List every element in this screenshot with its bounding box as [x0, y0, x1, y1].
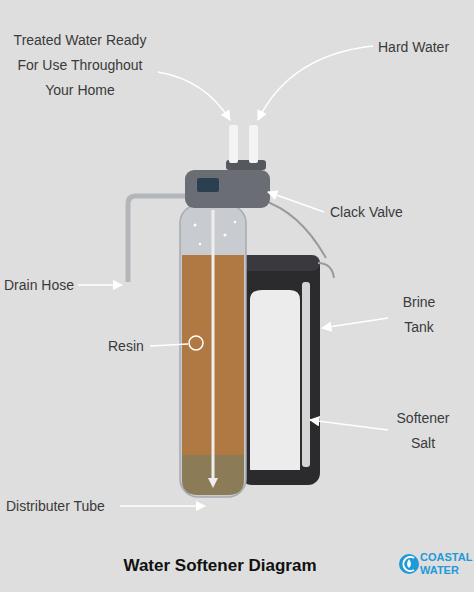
- logo-mark: [403, 557, 414, 571]
- bubble: [194, 224, 197, 227]
- leader-line: [150, 344, 188, 346]
- leader-line: [120, 505, 205, 507]
- diagram-title: Water Softener Diagram: [60, 555, 380, 577]
- callout-label: Drain Hose: [4, 276, 74, 294]
- distributor-basket: [208, 478, 218, 488]
- bubble: [224, 234, 227, 237]
- callout-label: Clack Valve: [330, 203, 403, 221]
- logo-icon: [399, 554, 419, 574]
- callout-label: Resin: [108, 337, 144, 355]
- leader-line: [78, 284, 122, 286]
- float-tube: [302, 282, 310, 467]
- softener-salt: [250, 290, 300, 470]
- bubble: [199, 243, 201, 245]
- callout-label: Softener Salt: [390, 406, 456, 456]
- leader-line: [258, 46, 373, 120]
- logo-drop: [407, 559, 411, 568]
- callout-label: Distributer Tube: [6, 497, 105, 515]
- bubble: [234, 221, 236, 223]
- logo-text: COASTAL WATER: [420, 551, 470, 577]
- callout-label: Hard Water: [378, 38, 449, 56]
- brine-lid: [240, 255, 320, 271]
- leader-line: [158, 72, 230, 120]
- overflow-line: [318, 263, 334, 278]
- callout-label: Brine Tank: [393, 290, 445, 340]
- leader-line: [322, 318, 388, 328]
- leader-line: [310, 420, 388, 430]
- inlet-pipe: [249, 125, 258, 163]
- valve-display: [197, 178, 219, 192]
- leader-line: [268, 192, 324, 212]
- distributor-tube: [212, 210, 215, 480]
- clack-valve: [185, 170, 270, 208]
- resin-tank: [180, 205, 246, 497]
- brine-tank: [240, 255, 320, 485]
- resin-marker: [189, 336, 203, 350]
- callout-label: Treated Water Ready For Use Throughout Y…: [5, 28, 155, 103]
- outlet-pipe: [229, 125, 238, 163]
